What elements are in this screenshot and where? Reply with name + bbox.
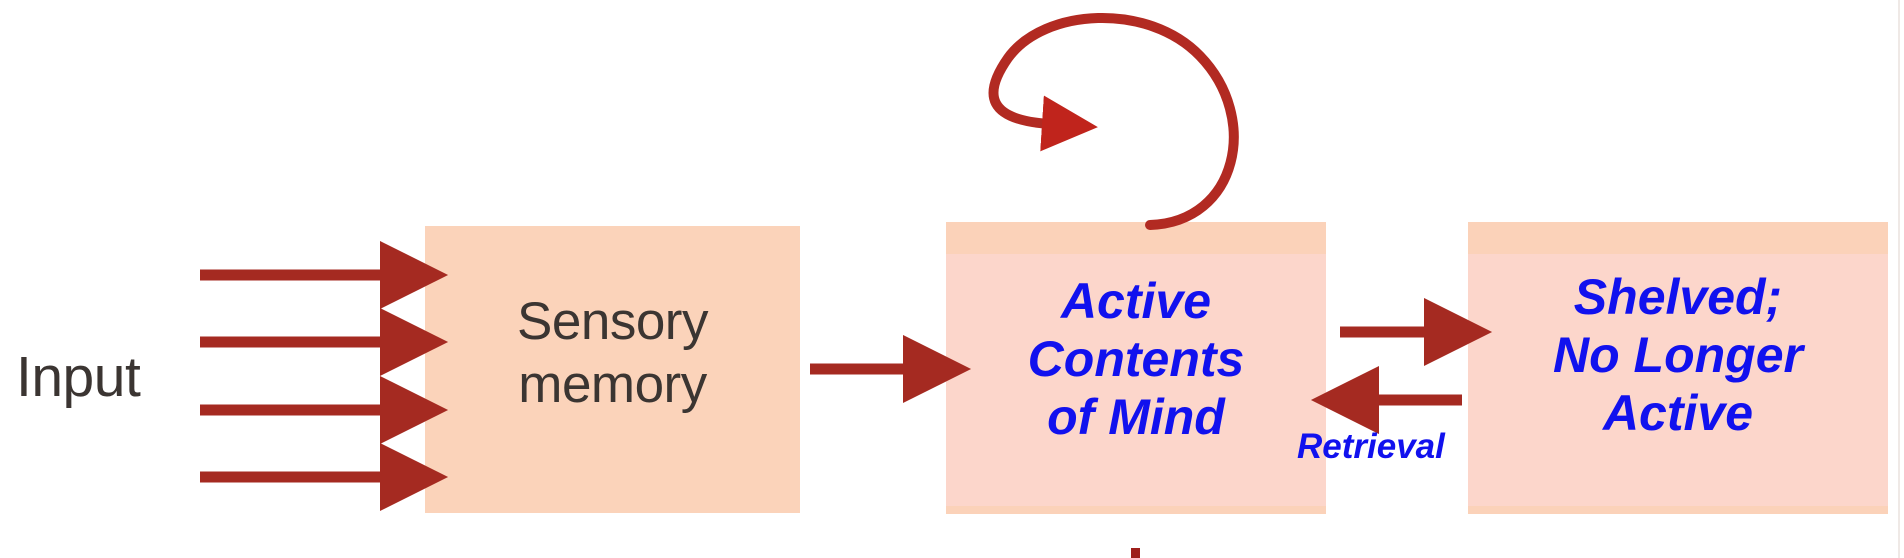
active-contents-box-overlay [946,254,1326,506]
bottom-edge-marker [1131,548,1140,558]
shelved-label: Shelved; No Longer Active [1553,269,1803,441]
input-arrow-group [200,240,449,512]
sensory-memory-box[interactable] [425,226,800,513]
active-contents-label: Active Contents of Mind [1027,273,1245,445]
sensory-memory-label: Sensory memory [517,292,708,414]
rehearsal-loop-arrow [988,13,1239,230]
right-frame-line [1898,0,1900,558]
input-label: Input [16,345,141,409]
retrieval-label: Retrieval [1297,427,1445,466]
shelved-box-overlay [1468,254,1888,506]
